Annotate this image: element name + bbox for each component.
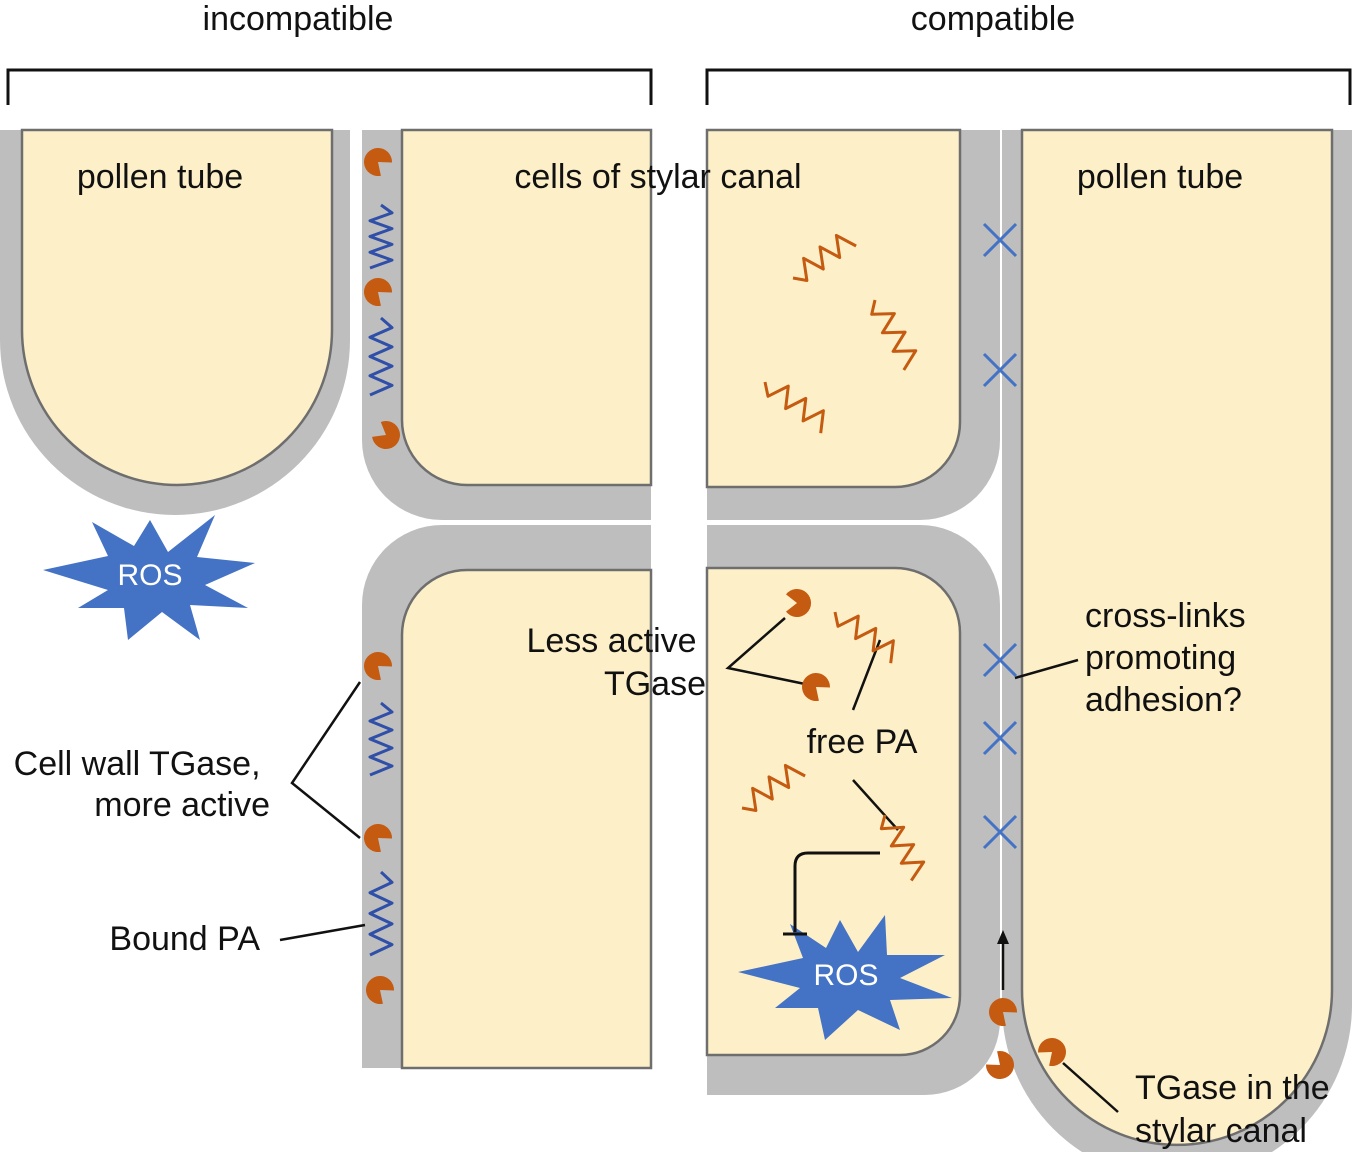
cell-wall-tgase-line2: more active — [94, 786, 270, 824]
pacman-enzyme-icon — [364, 652, 393, 681]
less-active-tgase-label: Less active TGase — [526, 622, 706, 703]
less-active-tgase-line1: Less active — [526, 622, 696, 660]
cell-wall-tgase-callout: Cell wall TGase, more active — [14, 681, 362, 839]
less-active-tgase-callout: Less active TGase — [526, 617, 806, 703]
bound-pa-label: Bound PA — [109, 920, 260, 958]
zigzag-polyamine-icon — [368, 203, 394, 270]
pacman-enzyme-icon — [364, 148, 393, 177]
x-crosslink-icon — [982, 642, 1018, 678]
pacman-enzyme-icon — [802, 673, 831, 702]
zigzag-polyamine-icon — [368, 870, 394, 957]
stylar-cell-top-right — [705, 128, 1000, 520]
x-crosslink-icon — [982, 814, 1018, 850]
pacman-enzyme-icon — [366, 976, 395, 1005]
bound-pa-callout: Bound PA — [109, 920, 366, 958]
compatible-bracket — [705, 68, 1352, 105]
zigzag-polyamine-icon — [741, 763, 806, 812]
pacman-enzyme-icon — [372, 421, 400, 450]
cell-wall-tgase-line1: Cell wall TGase, — [14, 745, 261, 783]
cross-links-line2: promoting — [1085, 639, 1236, 677]
cross-links-line3: adhesion? — [1085, 681, 1242, 719]
pacman-enzyme-icon — [786, 589, 812, 617]
ros-starburst-right: ROS — [738, 915, 952, 1040]
free-pa-label: free PA — [807, 723, 918, 761]
pacman-enzyme-icon — [364, 278, 393, 307]
zigzag-polyamine-icon — [763, 381, 825, 434]
cross-links-line1: cross-links — [1085, 597, 1246, 635]
pollen-tube-right — [1002, 128, 1352, 1152]
inhibition-arrow — [783, 851, 880, 936]
zigzag-polyamine-icon — [792, 233, 857, 282]
zigzag-polyamine-icon — [368, 701, 394, 777]
stylar-cell-top-left — [362, 128, 653, 520]
marks-layer — [364, 148, 1066, 1079]
upward-arrow — [997, 930, 1009, 990]
cross-links-callout: cross-links promoting adhesion? — [1014, 597, 1246, 719]
ros-right-label: ROS — [813, 959, 878, 992]
cell-wall-tgase-label: Cell wall TGase, more active — [14, 745, 270, 824]
stylar-canal-label: cells of stylar canal — [514, 158, 801, 196]
tgase-canal-line2: stylar canal — [1135, 1112, 1307, 1150]
less-active-tgase-line2: TGase — [604, 665, 706, 703]
x-crosslink-icon — [982, 352, 1018, 388]
ros-starburst-left: ROS — [43, 515, 255, 640]
tgase-canal-line1: TGase in the — [1135, 1069, 1330, 1107]
stylar-cell-bottom-left — [362, 525, 653, 1070]
incompatible-header: incompatible — [203, 0, 394, 38]
pollen-tube-right-label: pollen tube — [1077, 158, 1243, 196]
incompatible-bracket — [6, 68, 653, 105]
x-crosslink-icon — [982, 720, 1018, 756]
free-pa-callout: free PA — [807, 639, 918, 831]
pacman-enzyme-icon — [989, 998, 1018, 1027]
pacman-enzyme-icon — [985, 1050, 1014, 1079]
compatible-header: compatible — [911, 0, 1075, 38]
ros-left-label: ROS — [117, 559, 182, 592]
tgase-canal-callout: TGase in the stylar canal — [1062, 1062, 1330, 1150]
pacman-enzyme-icon — [364, 824, 393, 853]
x-crosslink-icon — [982, 222, 1018, 258]
zigzag-polyamine-icon — [879, 814, 926, 882]
pacman-enzyme-icon — [1037, 1038, 1066, 1067]
pollen-tube-left — [0, 128, 350, 515]
zigzag-polyamine-icon — [833, 611, 895, 664]
zigzag-polyamine-icon — [368, 316, 394, 397]
pollen-tube-left-label: pollen tube — [77, 158, 243, 196]
zigzag-polyamine-icon — [870, 299, 918, 371]
stylar-cell-bottom-right — [705, 525, 1000, 1095]
